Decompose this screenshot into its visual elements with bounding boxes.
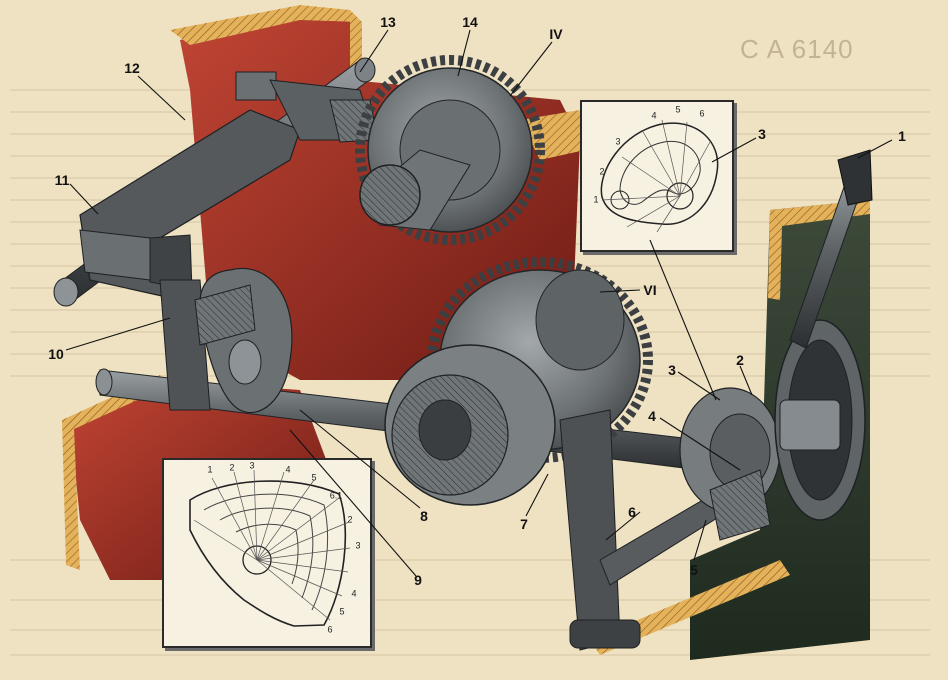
shift-fork-6 [559, 409, 731, 651]
splined-shaft-iv [359, 149, 471, 231]
bracket-11 [79, 71, 379, 301]
callout-label-3: 3 [668, 362, 676, 378]
callout-label-1: 1 [898, 128, 906, 144]
inset-bottom-right-label-3: 3 [355, 540, 361, 551]
cam-profile-drawing-bottom [189, 469, 351, 627]
callout-label-4: 4 [648, 408, 656, 424]
callout-label-14: 14 [462, 14, 478, 30]
callout-label-iv: IV [549, 26, 563, 42]
cam-profile-inset-bottom: 1 2 3 4 5 6.1 2 3 4 5 6 [162, 458, 372, 648]
clutch-sleeve [384, 344, 556, 506]
callout-label-5: 5 [690, 562, 698, 578]
inset-bottom-right-label-6: 6 [327, 624, 333, 635]
control-handle-1 [789, 149, 873, 349]
callout-label-11: 11 [54, 172, 70, 188]
inset-bottom-right-label-5: 5 [339, 606, 345, 617]
inset-top-label-3: 3 [615, 136, 621, 147]
callout-label-13: 13 [380, 14, 396, 30]
callout-label-10: 10 [48, 346, 64, 362]
inset-bottom-top-label-3: 3 [249, 460, 255, 471]
inset-bottom-top-label-1: 1 [207, 464, 213, 475]
inset-top-label-1: 1 [593, 194, 599, 205]
cam-profile-inset-top: 1 2 3 4 5 6 [580, 100, 734, 252]
inset-top-label-2: 2 [599, 166, 605, 177]
inset-bottom-right-label-2: 2 [347, 514, 353, 525]
inset-top-label-5: 5 [675, 104, 681, 115]
inset-bottom-right-label-4: 4 [351, 588, 357, 599]
cam-9 [194, 267, 293, 414]
inset-bottom-top-label-4: 4 [285, 464, 291, 475]
callout-label-2: 2 [736, 352, 744, 368]
handwheel [774, 319, 866, 521]
cam-profile-drawing-top [600, 119, 719, 233]
background-title-text: C A 6140 [740, 34, 854, 64]
callout-label-3-top: 3 [758, 126, 766, 142]
callout-label-8: 8 [420, 508, 428, 524]
inset-bottom-top-label-2: 2 [229, 462, 235, 473]
callout-label-9: 9 [414, 572, 422, 588]
inset-top-label-6: 6 [699, 108, 705, 119]
inset-bottom-top-label-6-1: 6.1 [329, 490, 343, 501]
callout-label-7: 7 [520, 516, 528, 532]
callout-label-vi: VI [643, 282, 657, 298]
callout-label-12: 12 [124, 60, 140, 76]
inset-bottom-top-label-5: 5 [311, 472, 317, 483]
callout-label-6: 6 [628, 504, 636, 520]
inset-top-label-4: 4 [651, 110, 657, 121]
